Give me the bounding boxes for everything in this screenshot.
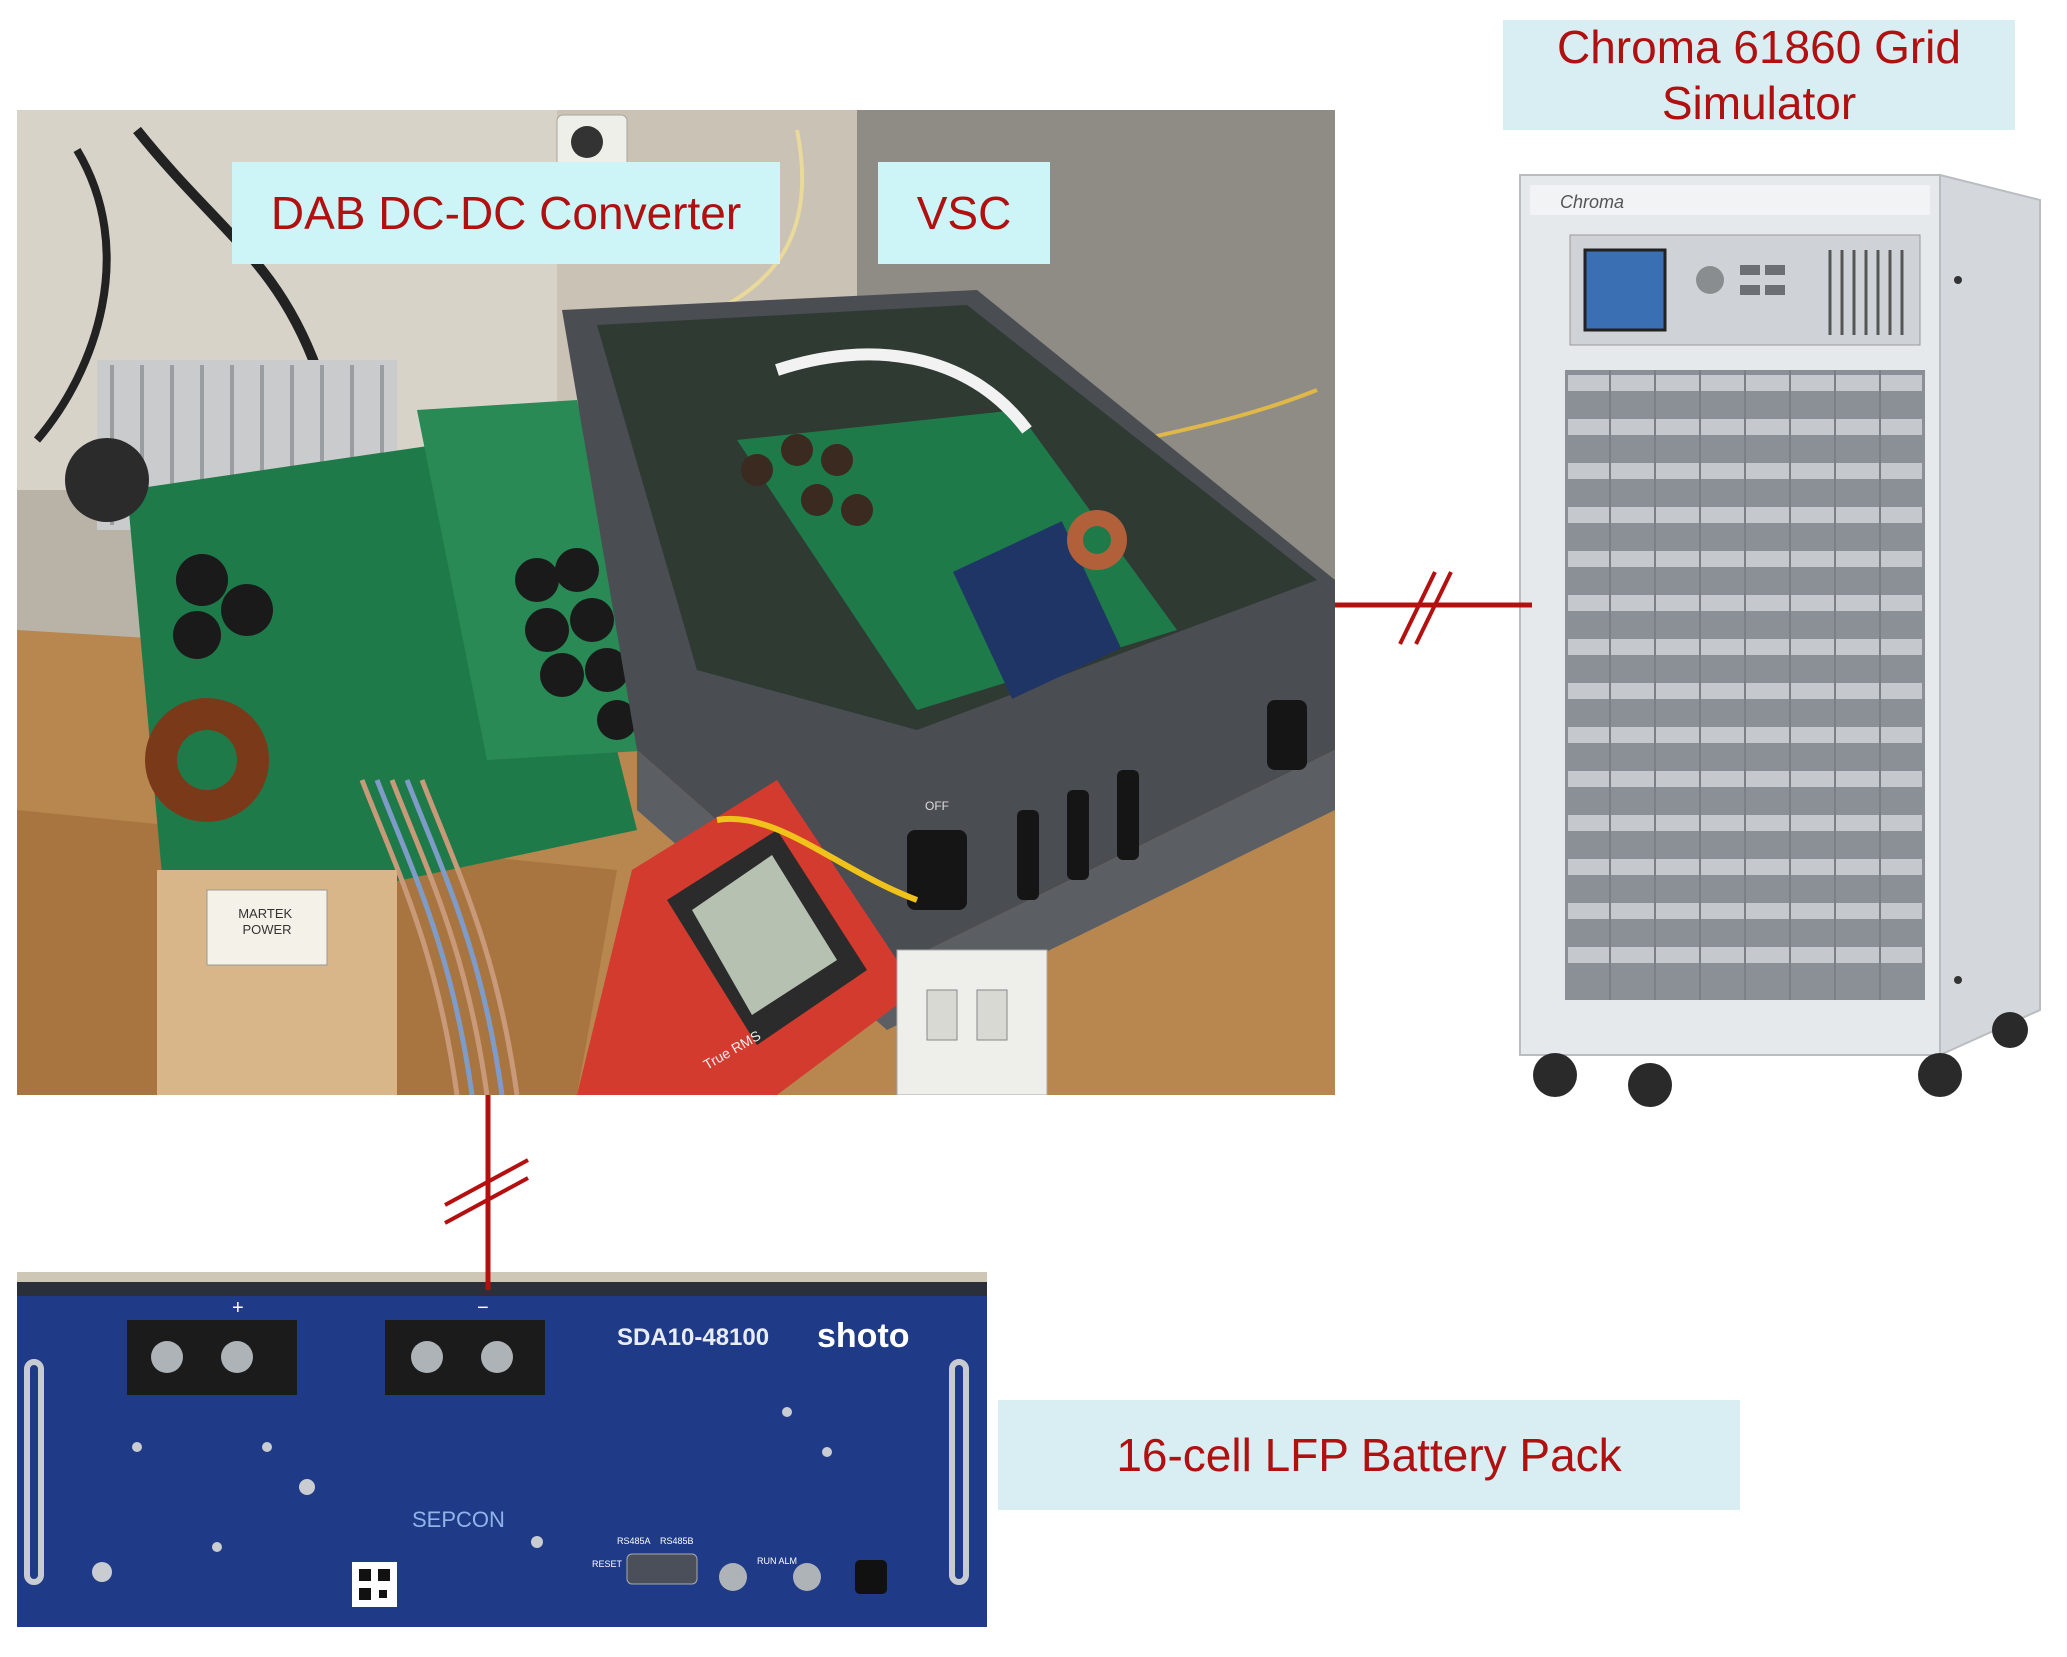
grid-brand-text: Chroma <box>1560 192 1624 212</box>
battery-reset-text: RESET <box>592 1559 623 1569</box>
vsc-switch-text: OFF <box>925 799 949 813</box>
battery-minus-text: − <box>477 1297 489 1319</box>
battery-run-alm-text: RUN ALM <box>757 1556 797 1566</box>
battery-logo-text: SEPCON <box>412 1507 505 1532</box>
battery-plus-text: + <box>232 1297 244 1319</box>
dab-converter-label: DAB DC-DC Converter <box>232 162 780 264</box>
grid-simulator-photo: Chroma <box>1510 170 2050 1115</box>
double-slash-icon <box>444 1158 529 1225</box>
battery-pack-label: 16-cell LFP Battery Pack <box>998 1400 1740 1510</box>
vsc-label: VSC <box>878 162 1050 264</box>
battery-port-a-text: RS485A <box>617 1536 651 1546</box>
battery-port-b-text: RS485B <box>660 1536 694 1546</box>
psu-brand-text: MARTEK POWER <box>238 906 296 937</box>
battery-brand-text: shoto <box>817 1317 910 1355</box>
battery-model-text: SDA10-48100 <box>617 1324 769 1351</box>
double-slash-icon <box>1398 571 1453 645</box>
battery-pack-photo: + − SDA10-48100 shoto SEPCON RESET RS485… <box>17 1272 987 1627</box>
grid-simulator-label: Chroma 61860 Grid Simulator <box>1503 20 2015 130</box>
